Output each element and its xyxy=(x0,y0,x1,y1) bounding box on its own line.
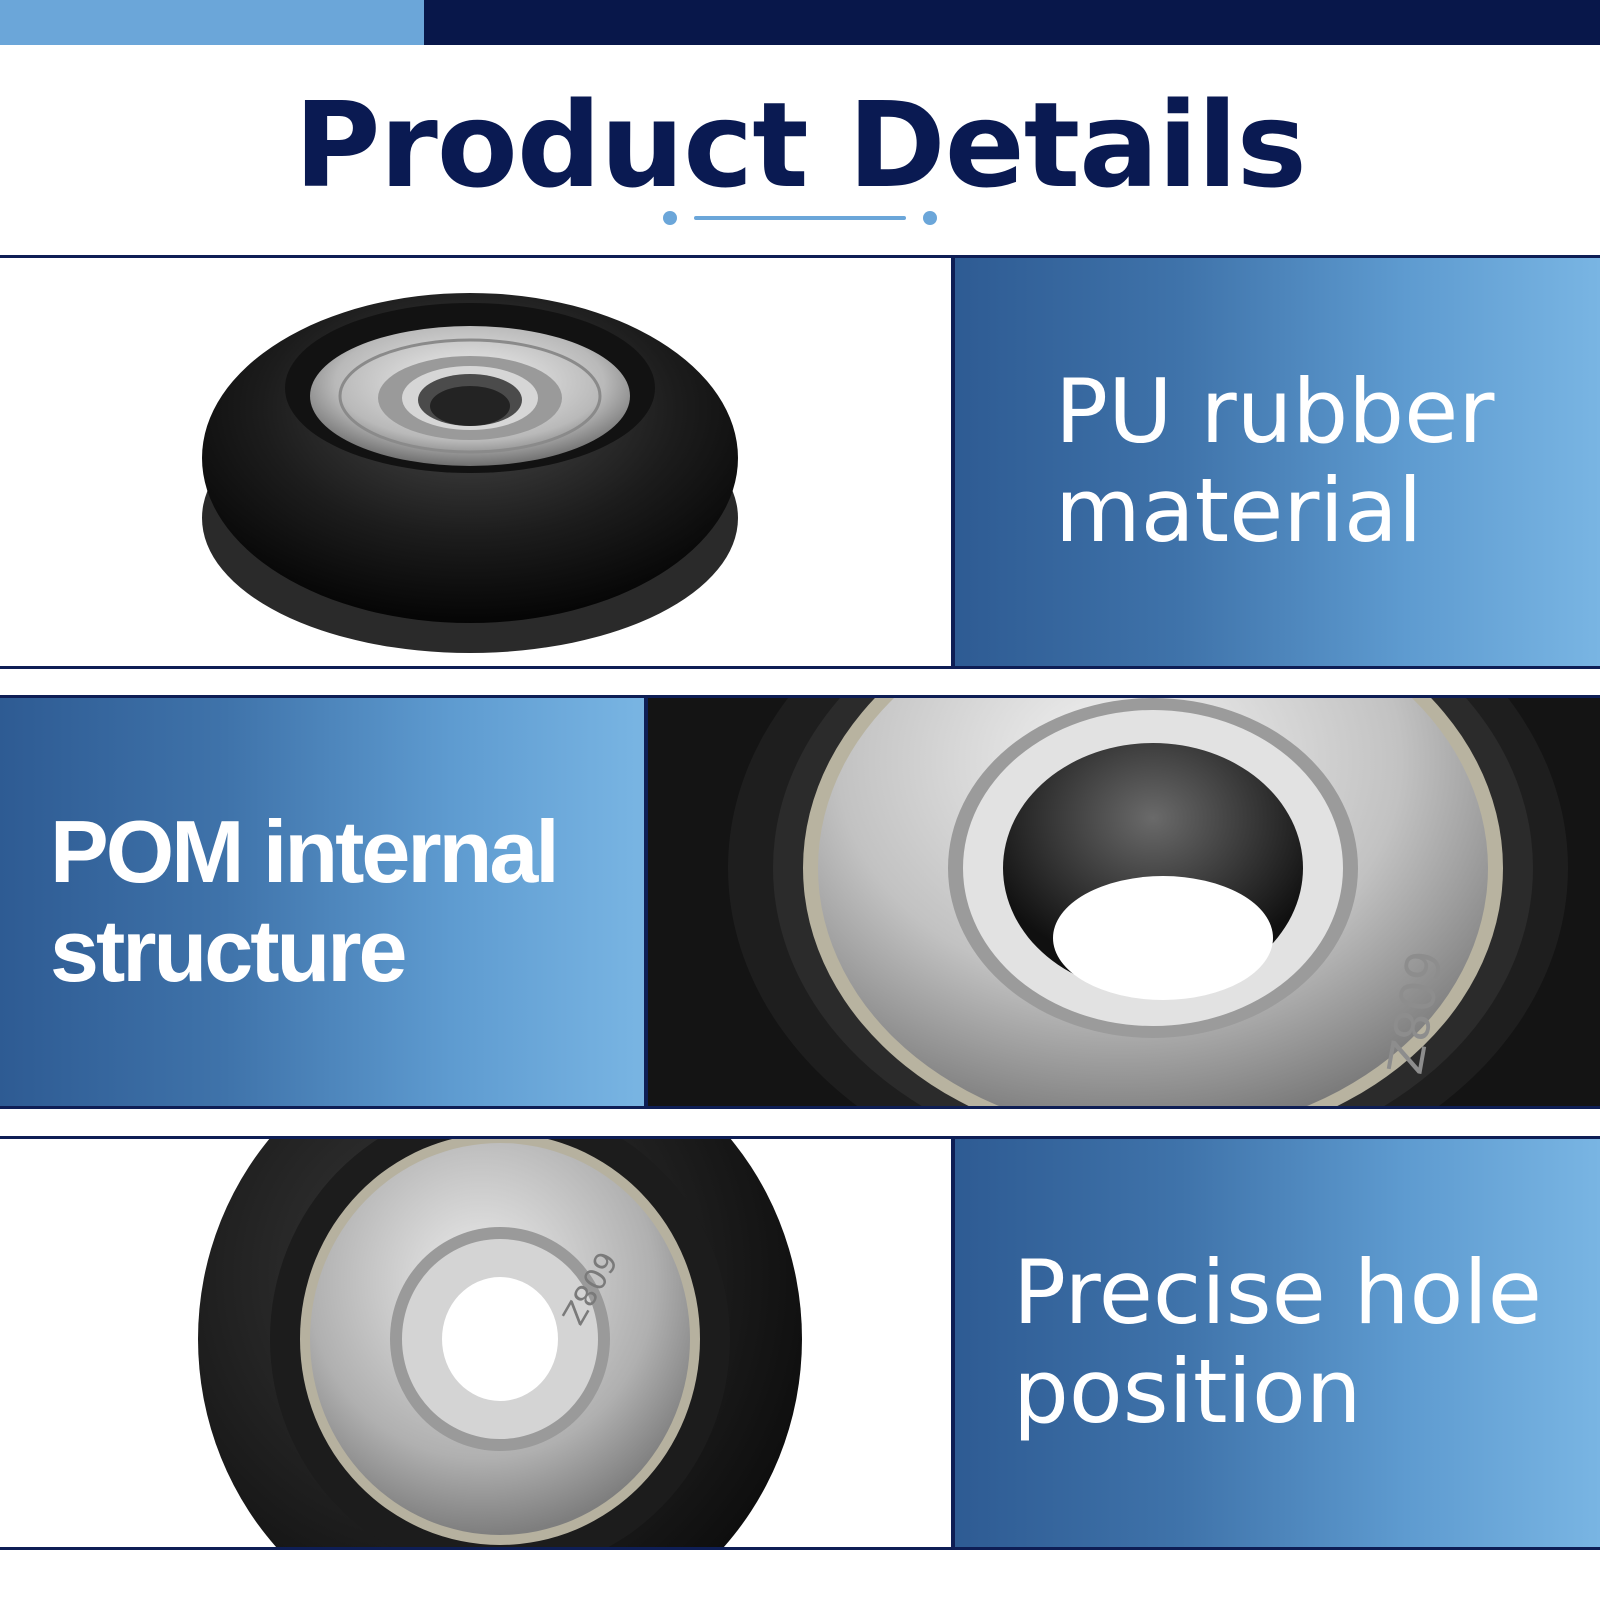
feature-line-2: position xyxy=(1013,1339,1362,1443)
section-divider xyxy=(951,258,955,666)
feature-line-1: POM internal xyxy=(50,802,560,901)
title-underline-decoration xyxy=(663,211,937,225)
section-divider xyxy=(951,1139,955,1547)
feature-line-1: PU rubber xyxy=(1055,360,1495,463)
feature-panel: POM internal structure xyxy=(0,698,644,1106)
feature-line-2: material xyxy=(1055,458,1423,562)
bearing-closeup-photo: 608Z xyxy=(648,698,1600,1106)
feature-section-pom-structure: POM internal structure xyxy=(0,695,1600,1109)
feature-section-pu-rubber: PU rubber material xyxy=(0,255,1600,669)
feature-panel: PU rubber material xyxy=(955,258,1600,666)
feature-text: Precise hole position xyxy=(1013,1241,1542,1443)
feature-line-1: Precise hole xyxy=(1013,1241,1542,1344)
top-accent-bar-dark xyxy=(424,0,1600,45)
feature-line-2: structure xyxy=(50,900,407,1000)
wheel-angled-photo xyxy=(0,258,951,666)
page-title: Product Details xyxy=(294,76,1307,214)
feature-panel: Precise hole position xyxy=(955,1139,1600,1547)
wheel-front-photo: 608Z xyxy=(0,1139,951,1547)
top-accent-bar-light xyxy=(0,0,424,45)
feature-section-precise-hole: 608Z Precise hole position xyxy=(0,1136,1600,1550)
section-divider xyxy=(644,698,648,1106)
feature-text: PU rubber material xyxy=(1055,360,1495,562)
feature-text: POM internal structure xyxy=(50,802,560,1000)
